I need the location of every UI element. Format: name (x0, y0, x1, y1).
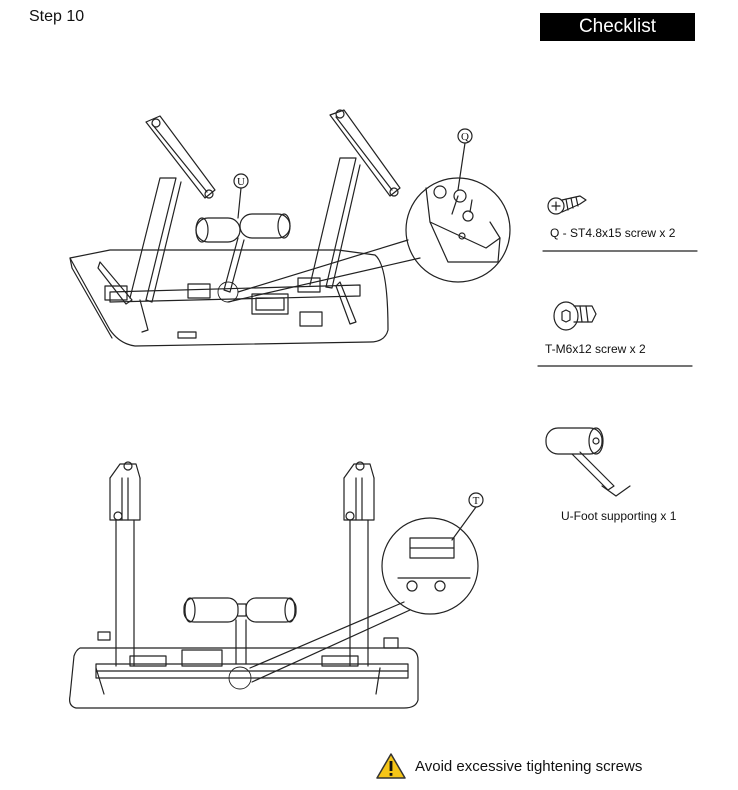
foot-support-icon (545, 427, 631, 497)
warning-notice: Avoid excessive tightening screws (375, 752, 642, 780)
warning-triangle-icon (376, 753, 406, 779)
checklist-item-q: Q - ST4.8x15 screw x 2 (550, 226, 676, 240)
upper-assembly-illustration (69, 109, 511, 347)
callout-t-label: T (473, 495, 480, 507)
checklist-header: Checklist (540, 13, 695, 41)
callout-u-label: U (237, 176, 245, 188)
callout-q-label: Q (461, 131, 469, 143)
lower-assembly-illustration (69, 461, 484, 709)
checklist-item-t: T-M6x12 screw x 2 (545, 342, 646, 356)
wood-screw-icon (547, 195, 587, 215)
checklist-item-u: U-Foot supporting x 1 (561, 509, 677, 523)
step-title: Step 10 (29, 8, 85, 25)
warning-text: Avoid excessive tightening screws (415, 757, 643, 775)
hex-socket-bolt-icon (553, 301, 597, 331)
